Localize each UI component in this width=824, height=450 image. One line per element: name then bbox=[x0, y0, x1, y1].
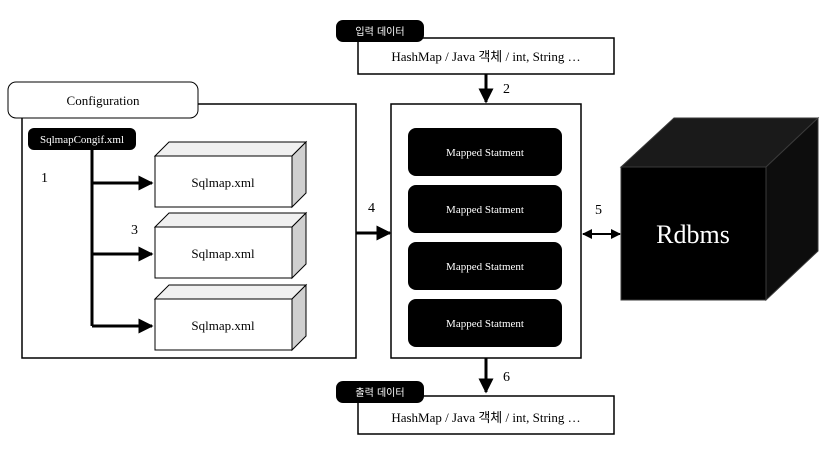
mapped-statement-4 bbox=[408, 299, 562, 347]
config-file-label: SqlmapCongif.xml bbox=[40, 134, 124, 146]
configuration-group: Configuration SqlmapCongif.xml 1 3 Sqlma… bbox=[7, 81, 357, 359]
sqlmap-label-3: Sqlmap.xml bbox=[191, 318, 255, 333]
config-file-pill bbox=[28, 128, 136, 150]
mapped-statement-label-1: Mapped Statment bbox=[446, 147, 524, 159]
mapped-statement-label-3: Mapped Statment bbox=[446, 261, 524, 273]
configuration-title: Configuration bbox=[67, 93, 140, 108]
output-data-label-pill bbox=[336, 381, 424, 403]
sqlmap-box-3: Sqlmap.xml bbox=[153, 283, 308, 352]
input-data-label: 입력 데이터 bbox=[355, 25, 404, 38]
mapped-statement-label-4: Mapped Statment bbox=[446, 318, 524, 330]
sqlmap-box-2: Sqlmap.xml bbox=[153, 211, 308, 280]
sqlmap-label-2: Sqlmap.xml bbox=[191, 246, 255, 261]
step-6-label: 6 bbox=[503, 370, 510, 385]
input-data-group: HashMap / Java 객체 / int, String … 입력 데이터 bbox=[336, 20, 615, 75]
input-data-box bbox=[357, 37, 615, 75]
mapped-statement-3 bbox=[408, 242, 562, 290]
step-2-label: 2 bbox=[503, 82, 510, 97]
mapped-statement-2 bbox=[408, 185, 562, 233]
rdbms-cube: Rdbms bbox=[619, 116, 820, 302]
rdbms-label: Rdbms bbox=[656, 220, 730, 249]
mapped-statements-group: Mapped Statment Mapped Statment Mapped S… bbox=[390, 103, 582, 359]
mapped-statement-label-2: Mapped Statment bbox=[446, 204, 524, 216]
output-data-group: HashMap / Java 객체 / int, String … 출력 데이터 bbox=[336, 381, 615, 435]
output-data-types: HashMap / Java 객체 / int, String … bbox=[391, 410, 580, 425]
input-data-label-pill bbox=[336, 20, 424, 42]
sqlmap-label-1: Sqlmap.xml bbox=[191, 175, 255, 190]
step-1-label: 1 bbox=[41, 171, 48, 186]
step-5-label: 5 bbox=[595, 203, 602, 218]
step-3-label: 3 bbox=[131, 223, 138, 238]
input-data-types: HashMap / Java 객체 / int, String … bbox=[391, 49, 580, 64]
sqlmap-box-1: Sqlmap.xml bbox=[153, 140, 308, 209]
output-data-label: 출력 데이터 bbox=[355, 387, 404, 399]
step-4-label: 4 bbox=[368, 201, 375, 216]
mapped-statement-1 bbox=[408, 128, 562, 176]
configuration-title-box bbox=[7, 81, 199, 119]
